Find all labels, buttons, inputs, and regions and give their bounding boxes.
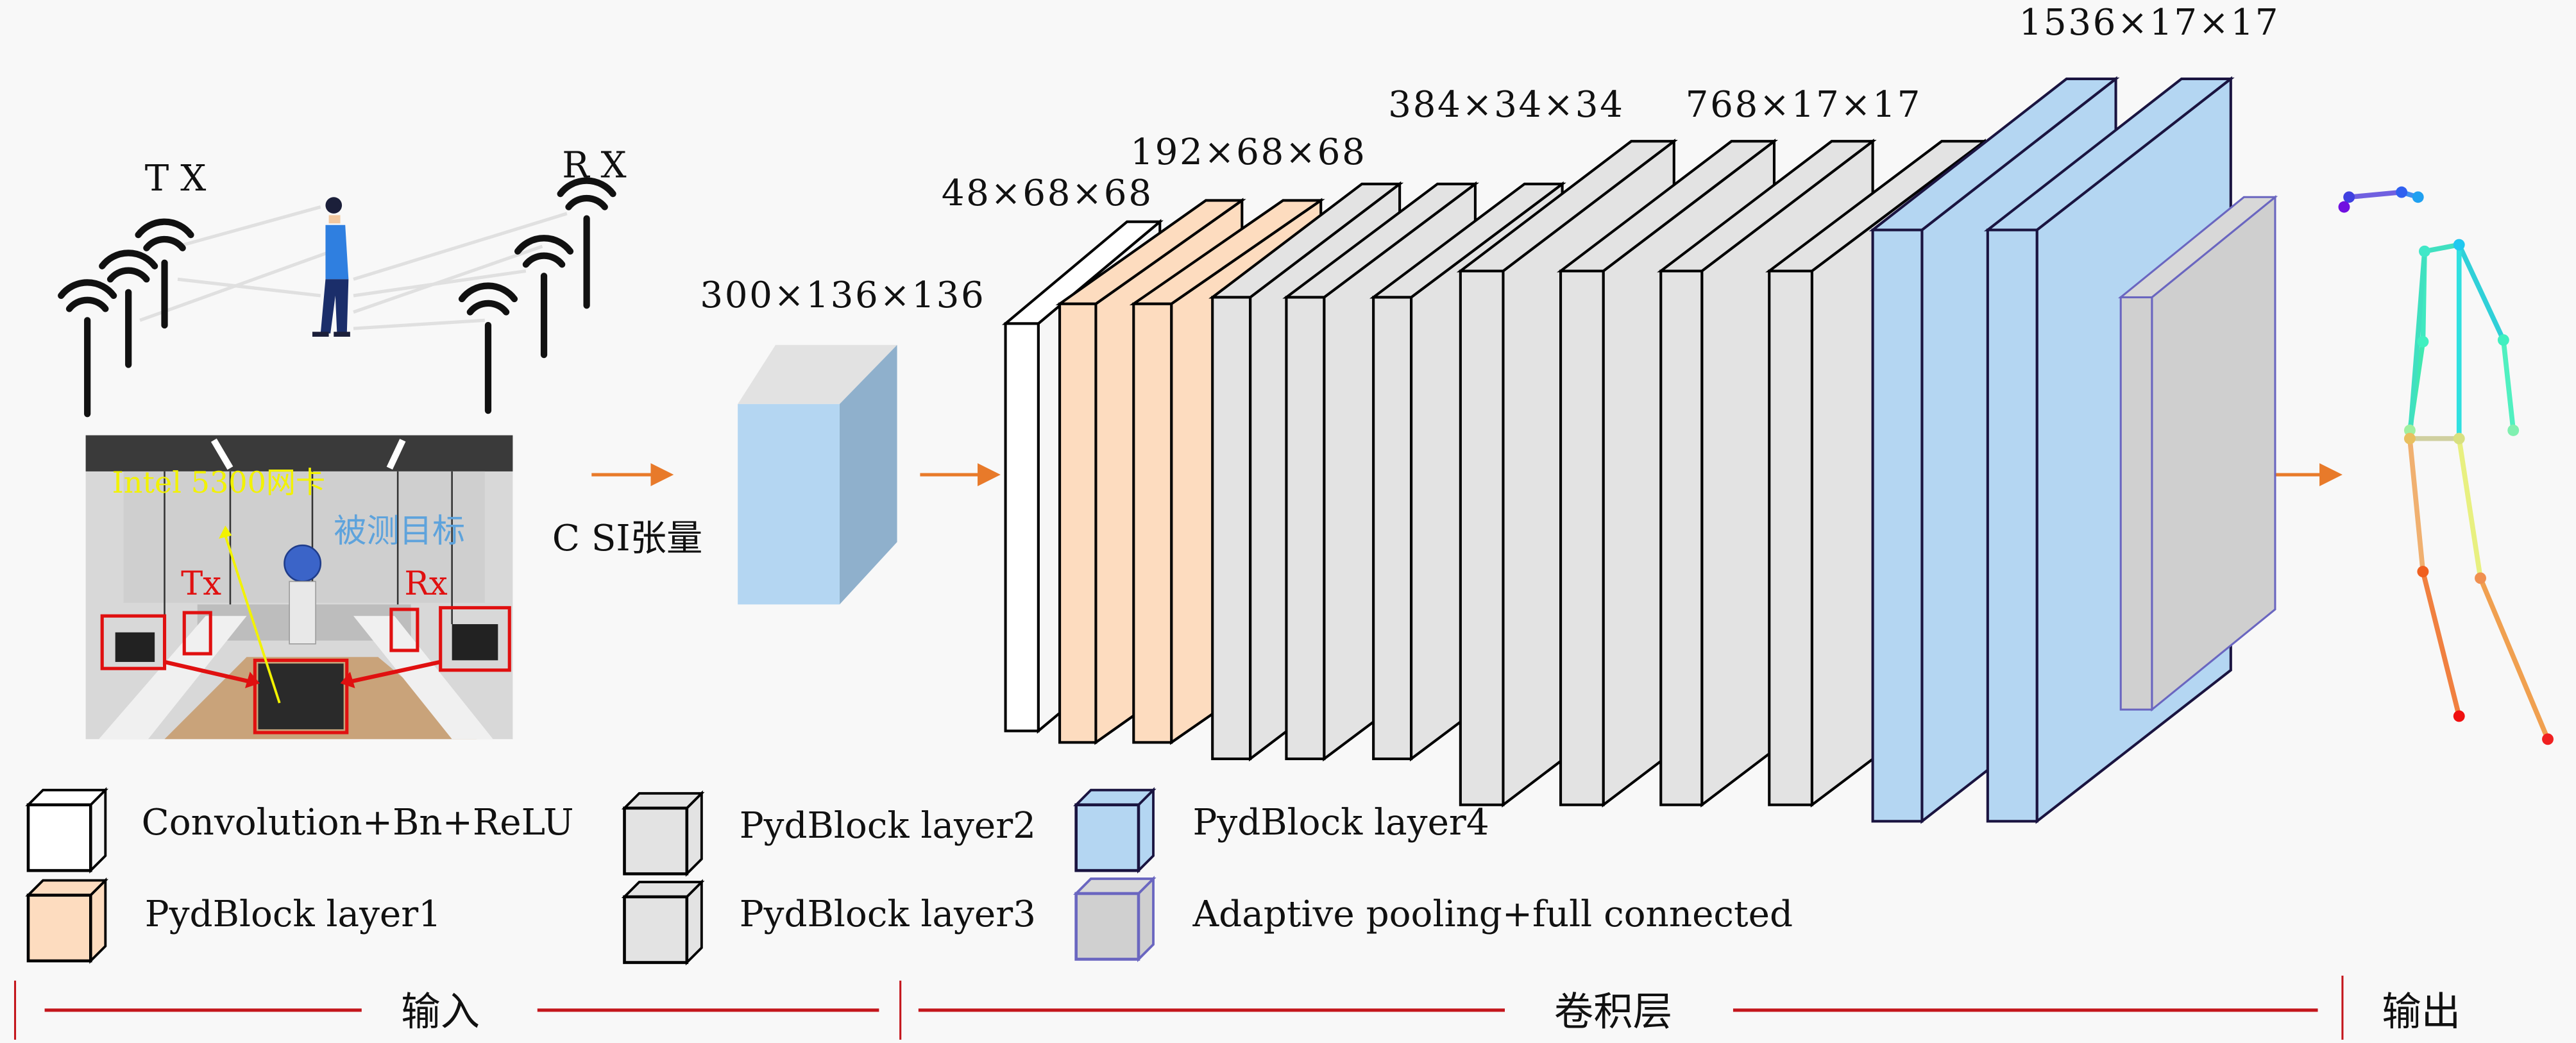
- antenna-scene: T X R X: [58, 145, 627, 418]
- csi-tensor-front: [738, 403, 840, 605]
- signal-paths: [139, 205, 568, 330]
- target-face-icon: [284, 544, 322, 582]
- output-skeleton: [2338, 186, 2554, 745]
- skeleton-head: [2338, 186, 2424, 213]
- block-front-face: [1372, 296, 1413, 761]
- network-blocks: [1001, 76, 2278, 824]
- dim-label-layer2: 384×34×34: [1388, 84, 1624, 126]
- block-front-face: [1004, 322, 1040, 733]
- legend-label-layer1: PydBlock layer1: [145, 894, 441, 935]
- legend-label-conv: Convolution+Bn+ReLU: [142, 802, 574, 844]
- block-fc: [2117, 195, 2278, 712]
- rx-antenna-3: [458, 282, 518, 414]
- tx-antenna-2: [99, 250, 158, 368]
- legend-cube-layer4: [1073, 787, 1157, 874]
- dim-label-layer3: 768×17×17: [1686, 84, 1922, 126]
- section-label-input: 输入: [401, 989, 480, 1035]
- legend-label-fc: Adaptive pooling+full connected: [1192, 894, 1793, 935]
- block-front-face: [1459, 269, 1505, 806]
- csi-label: C SI张量: [552, 518, 703, 559]
- block-front-face: [1058, 302, 1097, 744]
- tx-antenna-1: [135, 218, 194, 329]
- lab-photo: Intel 5300网卡 被测目标 Tx Rx: [85, 435, 513, 740]
- nic-label: Intel 5300网卡: [112, 465, 325, 500]
- legend-label-layer3: PydBlock layer3: [740, 894, 1036, 935]
- legend-label-layer4: PydBlock layer4: [1192, 802, 1489, 844]
- legend-label-layer2: PydBlock layer2: [740, 805, 1036, 847]
- stage-dim-labels: 48×68×68 192×68×68 384×34×34 768×17×17 1…: [942, 2, 2280, 214]
- legend-cube-layer1: [25, 877, 108, 964]
- csi-tensor: 300×136×136 C SI张量: [552, 275, 985, 605]
- block-front-face: [1871, 228, 1924, 823]
- tx-label: T X: [145, 158, 207, 199]
- rx-antenna-1: [557, 177, 616, 309]
- legend-cube-fc: [1073, 876, 1157, 963]
- flow-arrow-2: [920, 463, 1001, 486]
- person-icon: [312, 197, 350, 337]
- section-label-conv: 卷积层: [1554, 989, 1672, 1035]
- dim-label-layer1: 192×68×68: [1130, 131, 1366, 173]
- block-front-face: [1986, 228, 2038, 823]
- legend-cube-layer3: [621, 879, 705, 966]
- section-label-output: 输出: [2382, 989, 2461, 1035]
- csi-dims-label: 300×136×136: [700, 275, 985, 316]
- skeleton-body: [2403, 239, 2554, 745]
- dim-label-layer4: 1536×17×17: [2019, 2, 2280, 44]
- target-label: 被测目标: [334, 512, 465, 550]
- section-bar: 输入 卷积层 输出: [13, 976, 2461, 1040]
- dim-label-conv: 48×68×68: [942, 173, 1153, 214]
- csi-tensor-side: [839, 344, 897, 605]
- block-front-face: [1285, 296, 1326, 761]
- flow-arrow-1: [591, 463, 674, 486]
- block-front-face: [1211, 296, 1252, 761]
- block-front-face: [1559, 269, 1605, 806]
- block-front-face: [1768, 269, 1813, 806]
- legend-cube-layer2: [621, 790, 705, 877]
- legend: Convolution+Bn+ReLU PydBlock layer1 PydB…: [25, 787, 1793, 966]
- tx-antenna-3: [58, 279, 117, 418]
- rx-antenna-2: [514, 235, 574, 359]
- legend-cube-conv: [25, 787, 108, 874]
- photo-rx-label: Rx: [404, 564, 448, 603]
- block-front-face: [1659, 269, 1704, 806]
- photo-tx-label: Tx: [181, 564, 221, 603]
- csi-tensor-top: [738, 344, 897, 404]
- block-front-face: [2119, 296, 2153, 711]
- block-front-face: [1132, 302, 1173, 744]
